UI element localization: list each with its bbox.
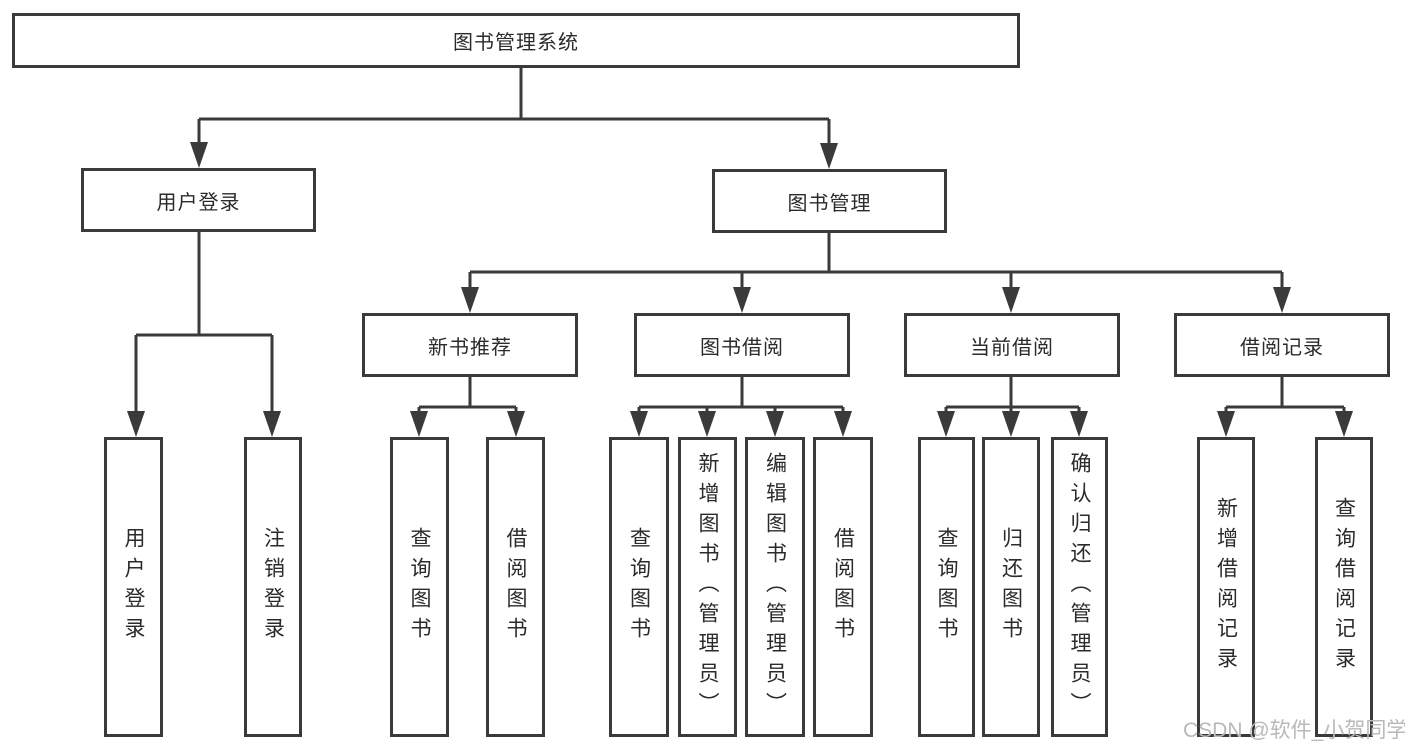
watermark: CSDN @软件_小贺同学: [1183, 719, 1405, 742]
query-books-current-label: 查询图书: [935, 527, 958, 647]
arrowhead-icons: [127, 142, 1353, 437]
user-login-leaf-label: 用户登录: [122, 527, 145, 647]
borrowing-records-label: 借阅记录: [1240, 336, 1324, 359]
box-library-management-system: 图书管理系统: [12, 13, 1020, 68]
box-current-borrowing: 当前借阅: [904, 313, 1120, 377]
box-borrowing-records: 借阅记录: [1174, 313, 1390, 377]
box-query-borrow-record: 查询借阅记录: [1315, 437, 1373, 737]
new-book-recommendation-label: 新书推荐: [428, 336, 512, 359]
logout-label: 注销登录: [261, 527, 285, 647]
book-management-label: 图书管理: [787, 192, 872, 215]
book-borrowing-label: 图书借阅: [700, 336, 784, 359]
add-books-admin-label: 新增图书（管理员）: [696, 452, 719, 722]
borrow-books-borrow-label: 借阅图书: [831, 527, 855, 647]
query-books-recommend-label: 查询图书: [408, 527, 431, 647]
box-confirm-return-admin: 确认归还（管理员）: [1051, 437, 1108, 737]
box-logout: 注销登录: [244, 437, 302, 737]
current-borrowing-label: 当前借阅: [970, 336, 1054, 359]
box-query-books-recommend: 查询图书: [390, 437, 449, 737]
box-user-login-leaf: 用户登录: [104, 437, 163, 737]
box-borrow-books-recommend: 借阅图书: [486, 437, 545, 737]
query-borrow-record-label: 查询借阅记录: [1332, 497, 1356, 677]
box-add-borrow-record: 新增借阅记录: [1197, 437, 1255, 737]
box-new-book-recommendation: 新书推荐: [362, 313, 578, 377]
return-books-label: 归还图书: [999, 527, 1023, 647]
borrow-books-recommend-label: 借阅图书: [504, 527, 527, 647]
box-borrow-books-borrow: 借阅图书: [813, 437, 873, 737]
box-query-books-borrow: 查询图书: [609, 437, 669, 737]
user-login-label: 用户登录: [156, 191, 241, 214]
add-borrow-record-label: 新增借阅记录: [1214, 497, 1238, 677]
box-add-books-admin: 新增图书（管理员）: [678, 437, 737, 737]
root-label: 图书管理系统: [453, 32, 579, 54]
box-query-books-current: 查询图书: [918, 437, 975, 737]
box-book-management: 图书管理: [712, 169, 947, 233]
box-return-books: 归还图书: [982, 437, 1040, 737]
box-book-borrowing: 图书借阅: [634, 313, 850, 377]
edit-books-admin-label: 编辑图书（管理员）: [763, 452, 787, 722]
box-user-login: 用户登录: [81, 168, 316, 232]
query-books-borrow-label: 查询图书: [627, 527, 651, 647]
confirm-return-admin-label: 确认归还（管理员）: [1068, 452, 1091, 722]
box-edit-books-admin: 编辑图书（管理员）: [745, 437, 805, 737]
